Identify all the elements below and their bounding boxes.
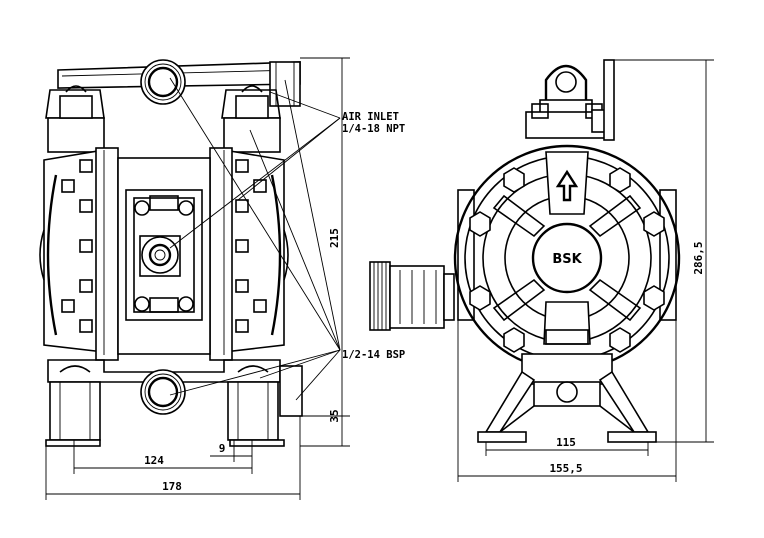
- air-inlet-thread-label: 1/4-18 NPT: [342, 123, 405, 135]
- top-port: [140, 59, 186, 105]
- dim-front-inner-width: 124: [144, 454, 164, 467]
- air-inlet-fitting: [141, 236, 179, 274]
- dim-side-foot-width: 115: [556, 436, 576, 449]
- right-bolts: [235, 159, 267, 333]
- dim-base-height: 35: [328, 409, 341, 422]
- air-inlet-connector: [369, 261, 455, 331]
- dim-side-total-height: 286,5: [692, 241, 705, 274]
- bottom-port: [140, 369, 186, 415]
- logo-text: BSK: [552, 252, 582, 267]
- dim-side-total-width: 155,5: [549, 462, 582, 475]
- side-dimensions: [457, 59, 714, 482]
- leader-lines: [169, 77, 341, 401]
- dim-offset: 9: [219, 442, 226, 455]
- flow-arrow-icon: [555, 169, 579, 202]
- left-bolts: [61, 159, 93, 333]
- front-view: [39, 59, 303, 447]
- side-view: BSK: [453, 59, 681, 443]
- dim-front-total-width: 178: [162, 480, 182, 493]
- dim-port-height: 215: [328, 228, 341, 248]
- air-inlet-label: AIR INLET: [342, 111, 399, 123]
- ring-bolts: [469, 153, 665, 353]
- front-dimensions: [45, 57, 350, 500]
- port-thread-label: 1/2-14 BSP: [342, 349, 405, 361]
